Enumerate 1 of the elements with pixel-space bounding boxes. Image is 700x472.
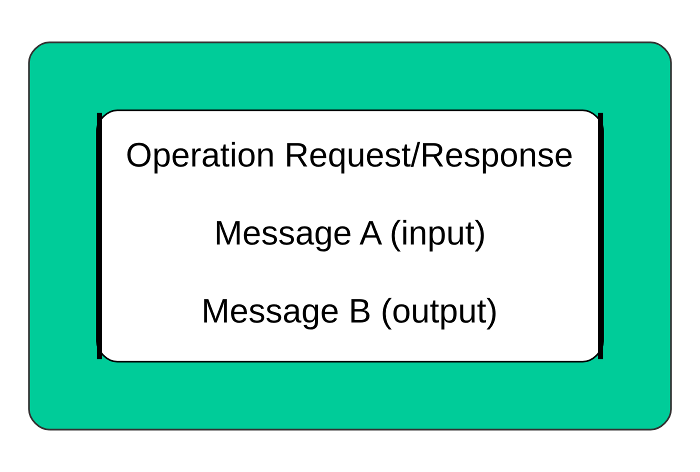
cluster (28, 42, 672, 430)
